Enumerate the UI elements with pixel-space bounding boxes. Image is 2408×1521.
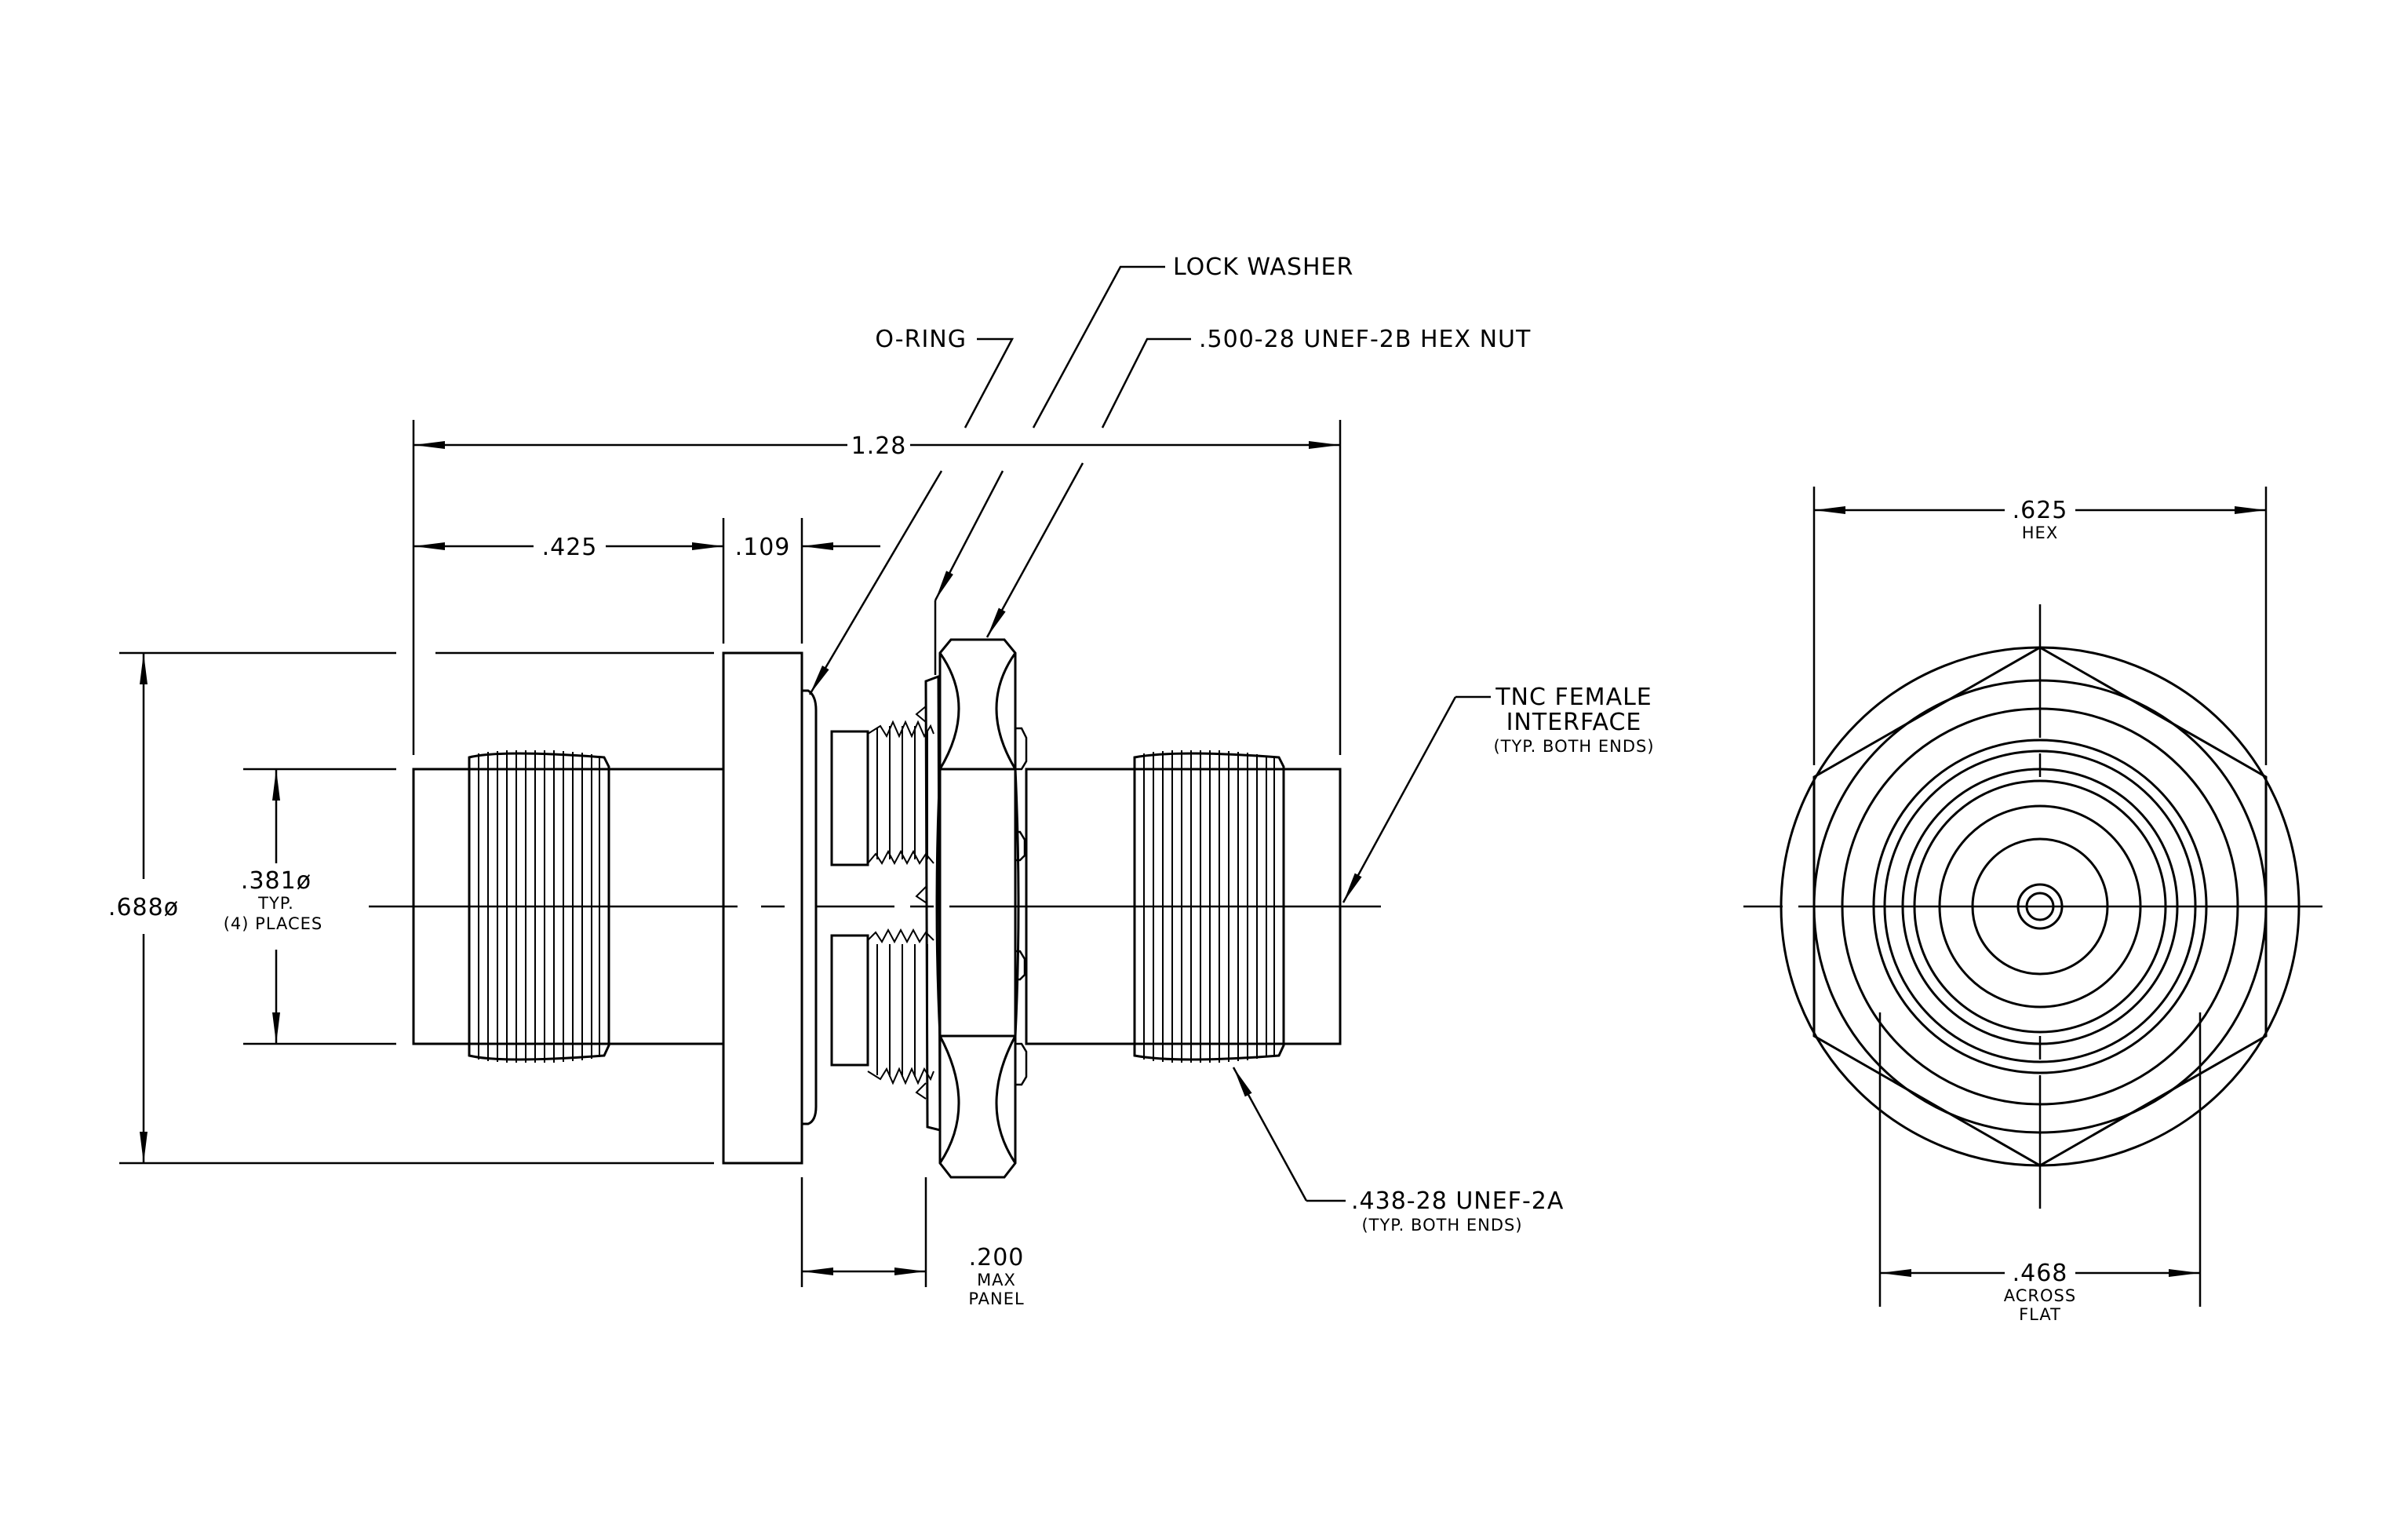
shell-circle [1901, 768, 2179, 1045]
mount-body-lower [830, 934, 869, 1067]
flange [722, 651, 803, 1165]
hex-chamfer-circle [1812, 679, 2268, 1134]
hex-nut-leader [1101, 337, 1191, 429]
dielectric-inner-circle [1971, 837, 2109, 976]
right-shell [1025, 768, 1342, 1045]
right-thread-ridges [1143, 750, 1275, 1063]
body-length-label: .425 [542, 534, 598, 561]
across-flat-label-2: ACROSS [2004, 1286, 2076, 1305]
hex-label-2: HEX [2022, 523, 2058, 542]
hex-nut-label: .500-28 UNEF-2B HEX NUT [1199, 326, 1531, 353]
tnc-label-3: (TYP. BOTH ENDS) [1493, 737, 1654, 756]
end-text: .625 HEX .468 ACROSS FLAT [2004, 497, 2076, 1324]
thread-outer-circle [1872, 739, 2208, 1074]
shell-typ-label: TYP. [257, 894, 294, 913]
side-leaders [808, 265, 1491, 1202]
side-view [369, 638, 1381, 1179]
panel-label: .200 [969, 1244, 1025, 1271]
overall-length-label: 1.28 [851, 432, 907, 460]
across-flat-label-3: FLAT [2019, 1305, 2061, 1324]
panel-label-2: MAX [977, 1271, 1016, 1289]
across-flat-label: .468 [2013, 1260, 2068, 1287]
hex-label: .625 [2013, 497, 2068, 524]
tnc-label-1: TNC FEMALE [1495, 684, 1652, 711]
washer-teeth [915, 706, 927, 1100]
tnc-label-2: INTERFACE [1506, 709, 1642, 736]
o-ring-leader-arrow [808, 470, 943, 695]
o-ring-label: O-RING [875, 326, 967, 353]
washer-circle [1841, 707, 2239, 1106]
lock-washer-leader [1032, 265, 1165, 429]
o-ring-leader [964, 337, 1015, 429]
contact-inner-circle [2025, 892, 2055, 921]
flange-diameter-label: .688ø [108, 894, 179, 921]
hex-nut-leader-arrow [985, 462, 1084, 638]
hex-outline [1812, 646, 2268, 1167]
shell-diameter-label: .381ø [241, 867, 311, 895]
mount-thread-upper [867, 720, 934, 866]
mount-body-upper [830, 730, 869, 866]
side-text: LOCK WASHER O-RING .500-28 UNEF-2B HEX N… [108, 254, 1654, 1308]
end-view [1743, 604, 2322, 1209]
thread-root-circle [1883, 750, 2197, 1063]
o-ring [802, 689, 818, 1125]
panel-label-3: PANEL [968, 1289, 1024, 1308]
shell-inner-circle [1913, 779, 2167, 1034]
left-thread [468, 752, 610, 1061]
side-dimensions [119, 420, 1342, 1287]
end-dimensions [1812, 487, 2268, 1307]
thread-label-2: (TYP. BOTH ENDS) [1361, 1216, 1522, 1235]
tnc-leader-arrow [1342, 696, 1457, 903]
contact-outer-circle [2016, 883, 2064, 930]
thread-label-1: .438-28 UNEF-2A [1351, 1187, 1564, 1215]
hex-nut [938, 638, 1017, 1179]
shell-places-label: (4) PLACES [224, 914, 323, 933]
lock-washer-leader-arrow [934, 470, 1004, 601]
mount-thread-lower [867, 928, 934, 1085]
lock-washer-label: LOCK WASHER [1173, 254, 1353, 281]
hex-nut-flats [935, 652, 1020, 1164]
hex-nut-chamfer [1015, 727, 1028, 1086]
thread-leader-arrow [1232, 1067, 1308, 1202]
left-thread-ridges [478, 750, 600, 1063]
flange-width-label: .109 [735, 534, 791, 561]
dielectric-outer-circle [1938, 804, 2142, 1009]
